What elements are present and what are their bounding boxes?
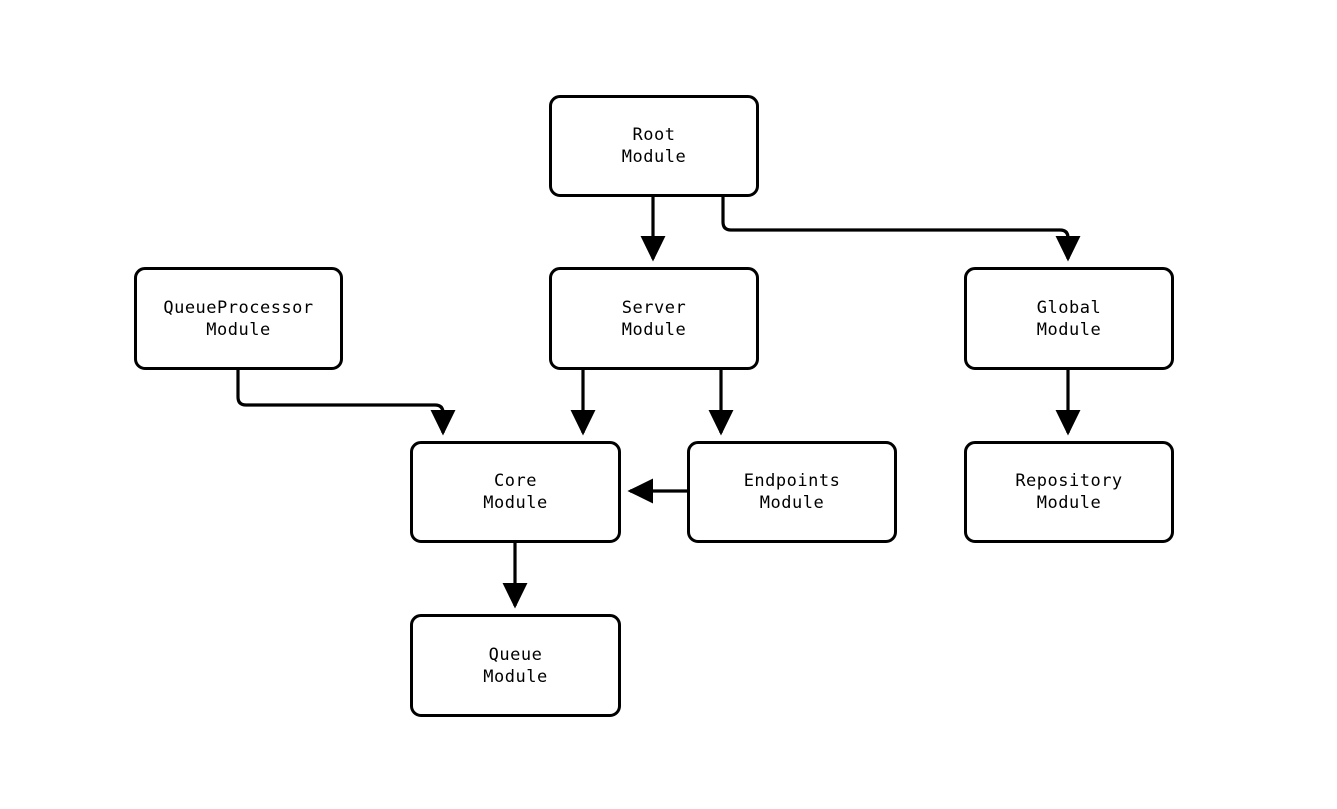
node-root-module-line2: Module <box>621 147 687 167</box>
node-queue-module-line1: Queue <box>488 644 543 665</box>
node-endpoints-module[interactable]: Endpoints Module <box>687 441 897 543</box>
edge-root-to-global <box>721 197 1081 262</box>
node-global-module-line1: Global <box>1036 297 1102 318</box>
node-server-module-line2: Module <box>621 319 687 340</box>
node-queueprocessor-module-line1: QueueProcessor <box>163 297 314 318</box>
node-queue-module-line2: Module <box>483 666 548 687</box>
node-queueprocessor-module-line2: Module <box>206 319 271 340</box>
node-repository-module-line2: Module <box>1036 493 1102 513</box>
node-server-module-line1: Server <box>621 297 687 318</box>
node-endpoints-module-line2: Module <box>759 493 825 513</box>
node-repository-module-line1: Repository <box>1015 471 1123 491</box>
node-core-module[interactable]: Core Module <box>410 441 621 543</box>
node-queueprocessor-module[interactable]: QueueProcessor Module <box>134 267 343 370</box>
node-root-module-line1: Root <box>632 125 676 145</box>
node-global-module[interactable]: Global Module <box>964 267 1174 370</box>
node-global-module-line2: Module <box>1036 319 1102 340</box>
node-repository-module[interactable]: Repository Module <box>964 441 1174 543</box>
node-queue-module[interactable]: Queue Module <box>410 614 621 717</box>
edge-queueprocessor-to-core <box>236 370 456 436</box>
node-core-module-line1: Core <box>494 471 537 491</box>
node-core-module-line2: Module <box>483 493 548 513</box>
node-root-module[interactable]: Root Module <box>549 95 759 197</box>
node-endpoints-module-line1: Endpoints <box>743 471 841 491</box>
node-server-module[interactable]: Server Module <box>549 267 759 370</box>
